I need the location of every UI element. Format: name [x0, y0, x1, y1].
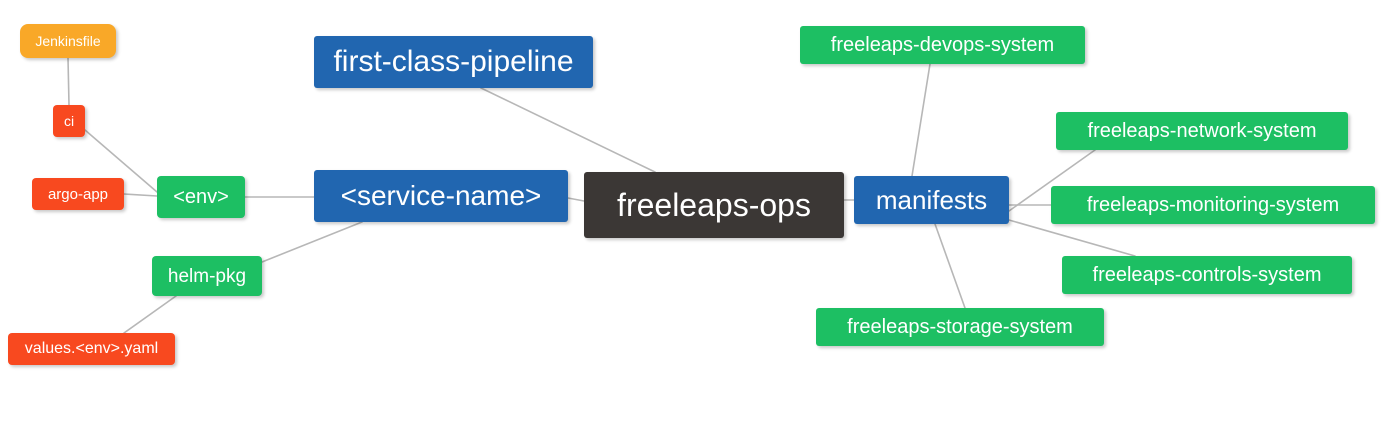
- node-freeleaps-network-system[interactable]: freeleaps-network-system: [1056, 112, 1348, 150]
- node-label: freeleaps-storage-system: [847, 316, 1073, 338]
- node-freeleaps-monitoring-system[interactable]: freeleaps-monitoring-system: [1051, 186, 1375, 224]
- node-label: freeleaps-controls-system: [1092, 264, 1322, 286]
- node-helm-pkg[interactable]: helm-pkg: [152, 256, 262, 296]
- node-label: argo-app: [47, 185, 109, 203]
- node-freeleaps-devops-system[interactable]: freeleaps-devops-system: [800, 26, 1085, 64]
- node-label: freeleaps-devops-system: [830, 34, 1055, 56]
- node-label: helm-pkg: [167, 265, 247, 287]
- edge-service-name-to-freeleaps-ops: [567, 197, 585, 202]
- node-label: <env>: [173, 186, 229, 208]
- node-label: first-class-pipeline: [333, 45, 574, 78]
- node-ci[interactable]: ci: [53, 105, 85, 137]
- edge-helm-pkg-to-values-env-yaml: [123, 295, 177, 334]
- node-label: freeleaps-ops: [617, 187, 811, 223]
- node-freeleaps-storage-system[interactable]: freeleaps-storage-system: [816, 308, 1104, 346]
- node-freeleaps-ops[interactable]: freeleaps-ops: [584, 172, 844, 238]
- edge-argo-app-to-env: [123, 193, 158, 197]
- edge-first-class-pipeline-to-freeleaps-ops: [480, 87, 656, 173]
- node-manifests[interactable]: manifests: [854, 176, 1009, 224]
- node-argo-app[interactable]: argo-app: [32, 178, 124, 210]
- edge-manifests-to-freeleaps-devops-system: [911, 63, 931, 177]
- node-label: values.<env>.yaml: [24, 340, 159, 357]
- node-freeleaps-controls-system[interactable]: freeleaps-controls-system: [1062, 256, 1352, 294]
- node-label: ci: [63, 113, 75, 129]
- node-label: freeleaps-network-system: [1087, 120, 1317, 142]
- edge-manifests-to-freeleaps-storage-system: [934, 223, 966, 309]
- node-service-name[interactable]: <service-name>: [314, 170, 568, 222]
- node-label: manifests: [875, 185, 988, 215]
- node-values-env-yaml[interactable]: values.<env>.yaml: [8, 333, 175, 365]
- node-first-class-pipeline[interactable]: first-class-pipeline: [314, 36, 593, 88]
- node-label: <service-name>: [340, 180, 542, 211]
- edge-manifests-to-freeleaps-controls-system: [1008, 219, 1136, 257]
- edge-jenkinsfile-to-ci: [67, 57, 70, 106]
- node-label: Jenkinsfile: [35, 33, 101, 49]
- node-jenkinsfile[interactable]: Jenkinsfile: [20, 24, 116, 58]
- node-label: freeleaps-monitoring-system: [1086, 194, 1340, 216]
- node-env[interactable]: <env>: [157, 176, 245, 218]
- edge-service-name-to-helm-pkg: [261, 221, 363, 263]
